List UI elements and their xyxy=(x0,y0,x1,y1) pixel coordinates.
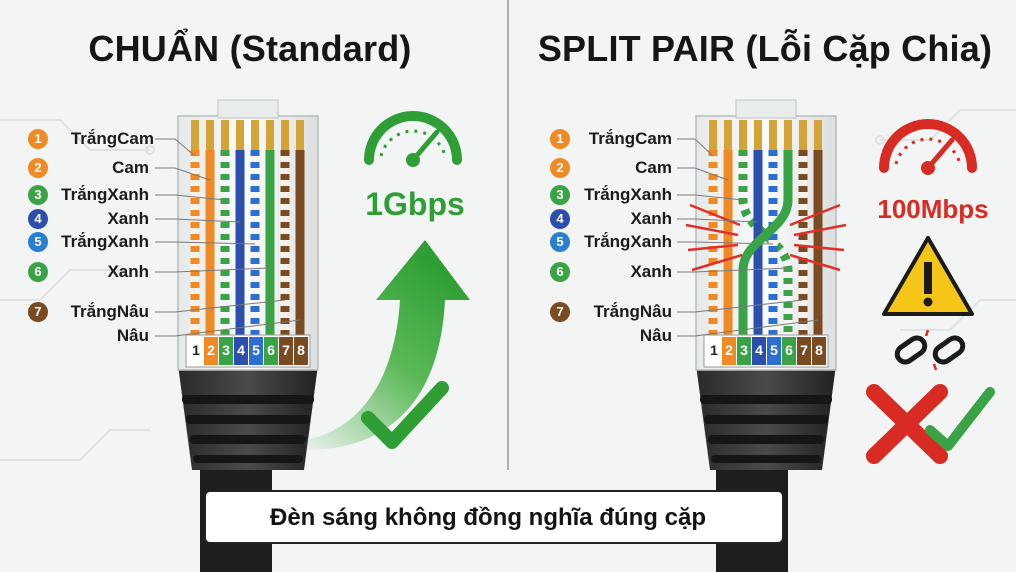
wire-label: TrắngXanh xyxy=(61,232,149,251)
wire-label: TrắngCam xyxy=(588,129,672,148)
wire-number-badge: 2 xyxy=(28,158,48,178)
wire-number-badge: 4 xyxy=(550,209,570,229)
pin-number: 7 xyxy=(800,342,808,358)
wire-label: Xanh xyxy=(107,209,149,228)
connector-boot xyxy=(696,365,836,470)
check-icon xyxy=(925,387,995,451)
wire-label: Xanh xyxy=(630,262,672,281)
pin-number: 3 xyxy=(740,342,748,358)
gold-contacts xyxy=(709,120,822,150)
warning-banner: Đèn sáng không đồng nghĩa đúng cặp xyxy=(204,490,784,544)
pin-number: 1 xyxy=(710,342,718,358)
wire-number-badge: 6 xyxy=(550,262,570,282)
wire-label: TrắngXanh xyxy=(584,185,672,204)
label-leads-right xyxy=(677,138,819,337)
pin-number: 7 xyxy=(282,342,290,358)
wire-number-badge: 7 xyxy=(550,302,570,322)
split-pair-title: SPLIT PAIR (Lỗi Cặp Chia) xyxy=(537,28,993,69)
pin-number: 5 xyxy=(770,342,778,358)
speedometer-icon xyxy=(364,111,462,167)
wire-label: TrắngCam xyxy=(70,129,154,148)
pin-number: 6 xyxy=(267,342,275,358)
wire-number-badge: 5 xyxy=(28,232,48,252)
pin-number: 4 xyxy=(237,342,245,358)
wire-label: TrắngNâu xyxy=(70,302,149,321)
warning-icon xyxy=(882,236,974,316)
pin-number: 5 xyxy=(252,342,260,358)
arrow-up-icon xyxy=(305,240,470,450)
wire-number-badge: 1 xyxy=(28,129,48,149)
speed-label-split: 100Mbps xyxy=(877,194,989,224)
wire-number-badge: 1 xyxy=(550,129,570,149)
wire-label: TrắngXanh xyxy=(584,232,672,251)
broken-link-icon xyxy=(894,329,966,371)
wire-label: TrắngNâu xyxy=(593,302,672,321)
wire-number-badge: 5 xyxy=(550,232,570,252)
wire-label: Nâu xyxy=(639,326,672,345)
wire-number-badge: 7 xyxy=(28,302,48,322)
wire-label: Cam xyxy=(635,158,672,177)
crosstalk-rays xyxy=(685,203,847,272)
connector-boot xyxy=(178,365,318,470)
pin-color-strip xyxy=(189,337,308,365)
pin-number: 8 xyxy=(297,342,305,358)
standard-title: CHUẨN (Standard) xyxy=(88,28,412,69)
wire-number-badge: 2 xyxy=(550,158,570,178)
cross-icon xyxy=(866,384,948,464)
gold-contacts xyxy=(191,120,304,150)
pin-number: 6 xyxy=(785,342,793,358)
pin-number: 8 xyxy=(815,342,823,358)
wire-label: Nâu xyxy=(116,326,149,345)
check-icon xyxy=(361,381,449,449)
pin-number: 2 xyxy=(207,342,215,358)
wire-label: Xanh xyxy=(107,262,149,281)
wire-label: Xanh xyxy=(630,209,672,228)
wire-number-badge: 6 xyxy=(28,262,48,282)
banner-text: Đèn sáng không đồng nghĩa đúng cặp xyxy=(270,504,706,531)
wire-label: Cam xyxy=(112,158,149,177)
pin-number: 2 xyxy=(725,342,733,358)
wire-number-badge: 3 xyxy=(550,185,570,205)
wire-number-badge: 4 xyxy=(28,209,48,229)
pin-number: 4 xyxy=(755,342,763,358)
speed-label-standard: 1Gbps xyxy=(365,186,465,222)
pin-color-strip xyxy=(707,337,826,365)
split-pair-connector xyxy=(685,99,847,572)
wire-label: TrắngXanh xyxy=(61,185,149,204)
label-leads-left xyxy=(155,138,301,337)
pin-number: 3 xyxy=(222,342,230,358)
pin-number: 1 xyxy=(192,342,200,358)
speedometer-icon xyxy=(879,119,977,175)
wire-number-badge: 3 xyxy=(28,185,48,205)
wires-standard xyxy=(190,150,305,340)
